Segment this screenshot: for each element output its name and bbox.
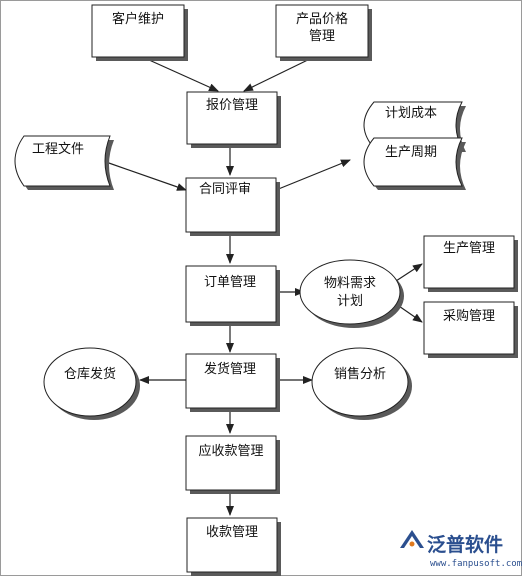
node-purchase-management: 采购管理	[423, 301, 518, 358]
node-warehouse-shipping: 仓库发货	[43, 347, 140, 420]
node-collection-label: 收款管理	[206, 525, 258, 540]
node-sales-label: 销售分析	[334, 366, 386, 382]
node-production-management: 生产管理	[423, 235, 518, 292]
connectors	[105, 54, 423, 516]
arrow-engineering-to-contract	[105, 161, 187, 191]
node-mrp-label-line1: 物料需求	[324, 276, 376, 291]
node-engineering-files: 工程文件	[14, 135, 114, 190]
node-collection-management: 收款管理	[186, 517, 281, 576]
node-sales-analysis: 销售分析	[311, 347, 412, 420]
arrow-contract-to-cost	[275, 159, 351, 191]
node-order-management: 订单管理	[185, 265, 280, 326]
node-receivable-label: 应收款管理	[198, 443, 263, 459]
node-contract-label: 合同评审	[199, 182, 251, 197]
node-contract-review: 合同评审	[185, 177, 280, 236]
node-customer-label: 客户维护	[112, 11, 164, 27]
node-product-label-line1: 产品价格	[296, 11, 348, 27]
node-quotation: 报价管理	[186, 91, 281, 148]
node-delivery-management: 发货管理	[185, 353, 280, 412]
node-production-label: 生产管理	[443, 241, 495, 256]
node-product-price: 产品价格 管理	[275, 4, 372, 61]
node-production-cycle: 生产周期	[363, 137, 466, 190]
node-product-label-line2: 管理	[309, 29, 335, 44]
node-material-requirement-plan: 物料需求 计划	[299, 259, 404, 328]
node-receivables-management: 应收款管理	[185, 435, 280, 494]
node-purchase-label: 采购管理	[443, 308, 495, 324]
node-warehouse-label: 仓库发货	[64, 366, 116, 382]
watermark: 泛普软件 www.fanpusoft.com	[400, 530, 522, 569]
node-plan-cost-label: 计划成本	[385, 106, 437, 121]
node-quote-label: 报价管理	[206, 98, 258, 113]
node-production-cycle-label: 生产周期	[385, 145, 437, 160]
node-engineering-label: 工程文件	[32, 142, 84, 157]
node-delivery-label: 发货管理	[204, 361, 256, 377]
node-mrp-label-line2: 计划	[337, 294, 363, 309]
watermark-url: www.fanpusoft.com	[430, 559, 522, 569]
node-order-label: 订单管理	[204, 275, 256, 290]
arrow-mrp-to-production	[395, 263, 423, 282]
brand-logo-icon	[400, 530, 424, 548]
watermark-brand-name: 泛普软件	[427, 533, 503, 556]
node-customer-maintenance: 客户维护	[91, 4, 188, 61]
